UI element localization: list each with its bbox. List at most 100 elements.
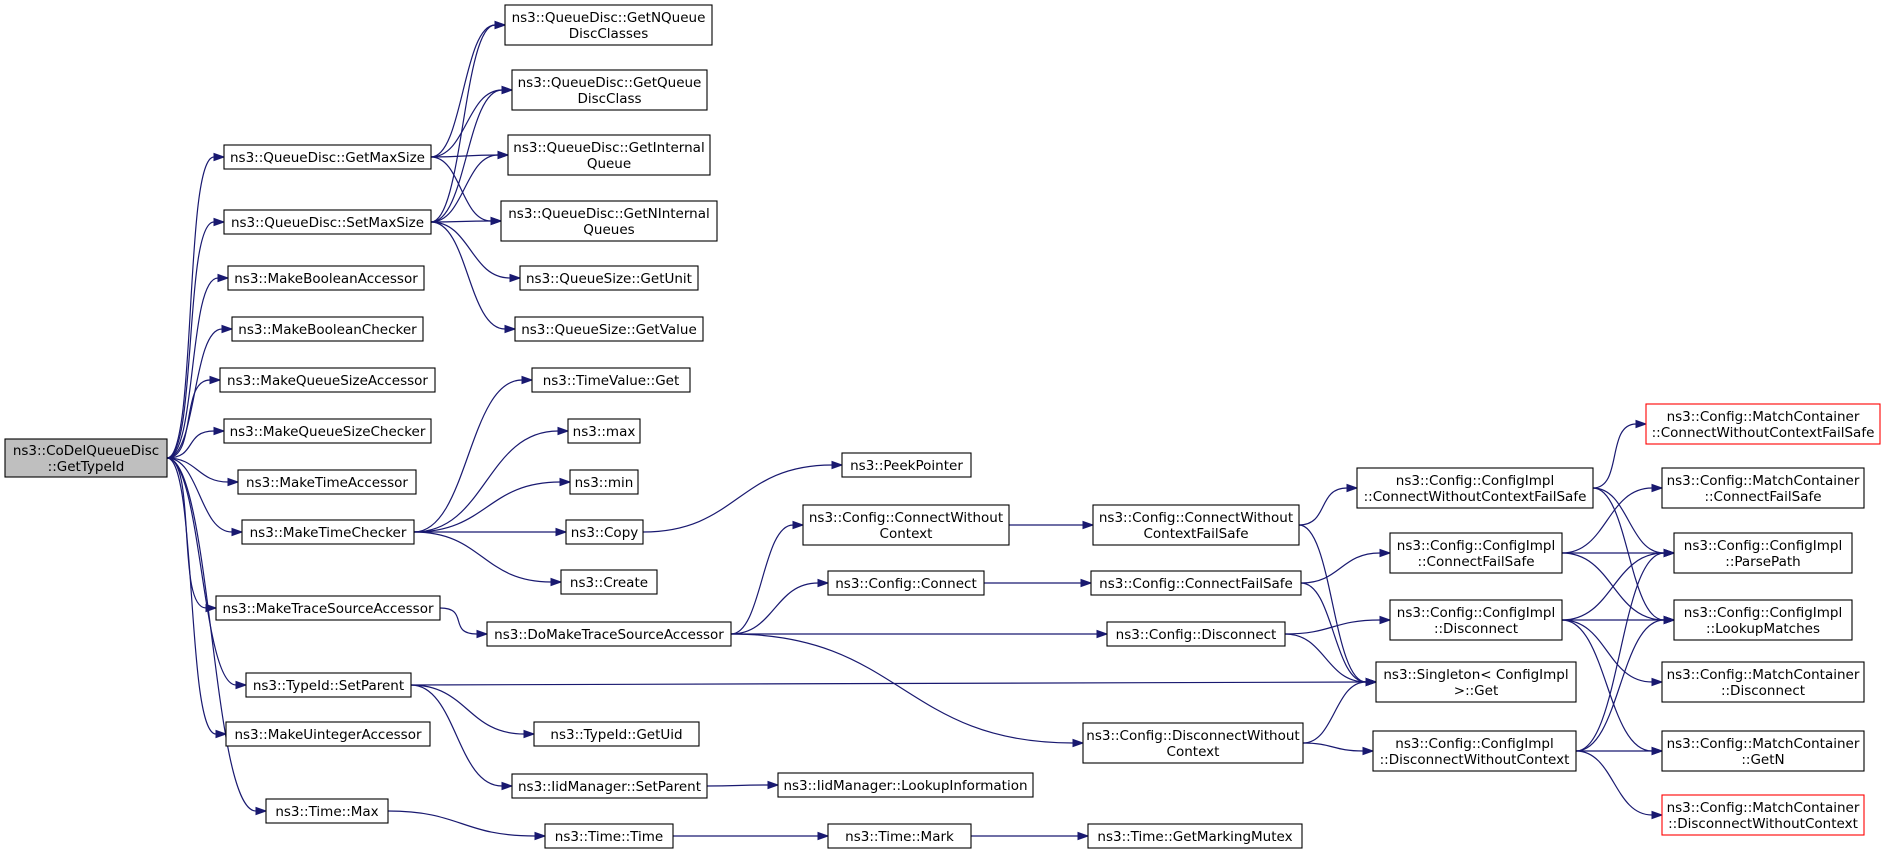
node-implparsepath[interactable]: ns3::Config::ConfigImpl::ParsePath (1673, 532, 1853, 574)
node-cfgconnect[interactable]: ns3::Config::Connect (827, 570, 985, 596)
edge-line (1592, 487, 1665, 554)
node-makeqschk[interactable]: ns3::MakeQueueSizeChecker (223, 418, 432, 444)
node-domaketsacc[interactable]: ns3::DoMakeTraceSourceAccessor (486, 621, 732, 647)
node-qsgetunit[interactable]: ns3::QueueSize::GetUnit (519, 265, 699, 291)
node-timegetmarkmutex[interactable]: ns3::Time::GetMarkingMutex (1087, 823, 1303, 849)
node-label: ns3::Time::Time (555, 829, 663, 845)
node-cfgconnwoctxfs[interactable]: ns3::Config::ConnectWithoutContextFailSa… (1092, 504, 1300, 546)
edge-arrowhead (521, 375, 534, 385)
edge-arrowhead (1346, 483, 1359, 493)
node-create[interactable]: ns3::Create (560, 569, 658, 595)
node-cfgconnfs[interactable]: ns3::Config::ConnectFailSafe (1090, 570, 1302, 596)
node-setparent[interactable]: ns3::TypeId::SetParent (245, 672, 412, 698)
node-singletonget[interactable]: ns3::Singleton< ConfigImpl >::Get (1375, 661, 1577, 703)
node-max[interactable]: ns3::max (567, 418, 641, 444)
node-box (227, 265, 425, 291)
node-cfgconnwoctx[interactable]: ns3::Config::ConnectWithoutContext (802, 504, 1010, 546)
node-makeqsacc[interactable]: ns3::MakeQueueSizeAccessor (219, 367, 436, 393)
node-label: ns3::Config::MatchContainer (1667, 473, 1860, 489)
node-iidsetparent[interactable]: ns3::IidManager::SetParent (511, 773, 708, 799)
edge-arrowhead (1072, 738, 1085, 748)
node-timemark[interactable]: ns3::Time::Mark (827, 823, 972, 849)
node-box (486, 621, 732, 647)
node-label: ::ConnectWithoutContextFailSafe (1652, 425, 1875, 441)
node-implconnwoctxfs[interactable]: ns3::Config::ConfigImpl::ConnectWithoutC… (1356, 467, 1594, 509)
node-maketsacc[interactable]: ns3::MakeTraceSourceAccessor (215, 595, 441, 621)
node-label: ns3::Config::MatchContainer (1667, 667, 1860, 683)
node-impldisconn[interactable]: ns3::Config::ConfigImpl::Disconnect (1389, 599, 1563, 641)
edge-line (410, 684, 525, 735)
edge-maketimechk-to-max (413, 426, 570, 533)
edge-cfgconnwoctxfs-to-singletonget (1298, 524, 1378, 687)
node-label: ns3::MakeTimeChecker (250, 525, 407, 541)
node-label: ::GetTypeId (48, 459, 125, 475)
edge-arrowhead (1651, 677, 1664, 687)
edge-cfgconnfs-to-singletonget (1300, 582, 1378, 687)
node-timevalueget[interactable]: ns3::TimeValue::Get (531, 367, 691, 393)
node-label: ns3::Config::ConfigImpl (1396, 473, 1554, 489)
node-mcgetn[interactable]: ns3::Config::MatchContainer::GetN (1661, 730, 1865, 772)
node-cfgdisconnect[interactable]: ns3::Config::Disconnect (1106, 621, 1286, 647)
node-root[interactable]: ns3::CoDelQueueDisc::GetTypeId (4, 438, 168, 478)
node-maketimechk[interactable]: ns3::MakeTimeChecker (241, 519, 415, 545)
edge-domaketsacc-to-cfgconnect (730, 578, 830, 635)
node-iidlookupinfo[interactable]: ns3::IidManager::LookupInformation (777, 772, 1034, 798)
node-label: ::GetN (1741, 752, 1784, 768)
edge-arrowhead (231, 527, 244, 537)
node-makeboolchk[interactable]: ns3::MakeBooleanChecker (231, 316, 424, 342)
node-box (504, 4, 713, 46)
edge-cfgconnfs-to-implconnfs (1300, 548, 1392, 584)
node-label: ns3::Config::ConfigImpl (1684, 538, 1842, 554)
edge-arrowhead (235, 680, 248, 690)
node-copy[interactable]: ns3::Copy (565, 519, 644, 545)
edge-getmaxsize-to-getqdc (430, 85, 514, 158)
edge-implconnfs-to-mcconnfs (1561, 483, 1664, 554)
node-impllookupmatches[interactable]: ns3::Config::ConfigImpl::LookupMatches (1673, 599, 1853, 641)
node-label: ns3::max (573, 424, 636, 440)
edge-cfgdisconnect-to-impldisconn (1284, 615, 1392, 635)
node-mcdisconnect[interactable]: ns3::Config::MatchContainer::Disconnect (1661, 661, 1865, 703)
edge-line (1284, 633, 1367, 683)
edge-arrowhead (1077, 831, 1090, 841)
node-mcconnfs[interactable]: ns3::Config::MatchContainer::ConnectFail… (1661, 467, 1865, 509)
edge-line (387, 810, 536, 837)
edge-arrowhead (476, 629, 489, 639)
node-mcconnwoctxfs[interactable]: ns3::Config::MatchContainer::ConnectWith… (1645, 403, 1881, 445)
node-label: Context (1167, 744, 1220, 760)
edge-arrowhead (1082, 520, 1095, 530)
edge-setparent-to-singletonget (410, 677, 1378, 687)
edge-implconnwoctxfs-to-mcconnwoctxfs (1592, 419, 1648, 489)
edge-timemark-to-timegetmarkmutex (971, 831, 1090, 841)
node-makeboolacc[interactable]: ns3::MakeBooleanAccessor (227, 265, 425, 291)
node-cfgdisconnwoctx[interactable]: ns3::Config::DisconnectWithoutContext (1082, 722, 1304, 764)
call-edges (166, 20, 1676, 841)
node-box (1661, 730, 1865, 772)
node-implconnfs[interactable]: ns3::Config::ConfigImpl::ConnectFailSafe (1389, 532, 1563, 574)
node-getuid[interactable]: ns3::TypeId::GetUid (533, 721, 700, 747)
node-label: ns3::TimeValue::Get (543, 373, 680, 389)
node-label: Queues (583, 222, 634, 238)
node-qsgetvalue[interactable]: ns3::QueueSize::GetValue (514, 316, 704, 342)
node-box (514, 316, 704, 342)
edge-cfgconnwoctxfs-to-implconnwoctxfs (1298, 483, 1359, 526)
node-timetime[interactable]: ns3::Time::Time (544, 823, 674, 849)
node-makeuintacc[interactable]: ns3::MakeUintegerAccessor (225, 721, 431, 747)
edge-root-to-setparent (166, 457, 248, 690)
node-peekpointer[interactable]: ns3::PeekPointer (841, 452, 972, 478)
node-impldisconnwoctx[interactable]: ns3::Config::ConfigImpl::DisconnectWitho… (1372, 730, 1577, 772)
node-box (544, 823, 674, 849)
edge-root-to-setmaxsize (166, 217, 226, 459)
node-maketimeacc[interactable]: ns3::MakeTimeAccessor (237, 469, 417, 495)
node-getmaxsize[interactable]: ns3::QueueDisc::GetMaxSize (223, 144, 432, 170)
edge-setmaxsize-to-getqdc (430, 85, 514, 223)
node-min[interactable]: ns3::min (569, 469, 639, 495)
node-label: ::LookupMatches (1706, 621, 1820, 637)
node-setmaxsize[interactable]: ns3::QueueDisc::SetMaxSize (223, 209, 432, 235)
edge-arrowhead (523, 729, 536, 739)
node-mcdisconnwoctx[interactable]: ns3::Config::MatchContainer::DisconnectW… (1661, 794, 1865, 836)
node-timemax[interactable]: ns3::Time::Max (265, 798, 389, 824)
